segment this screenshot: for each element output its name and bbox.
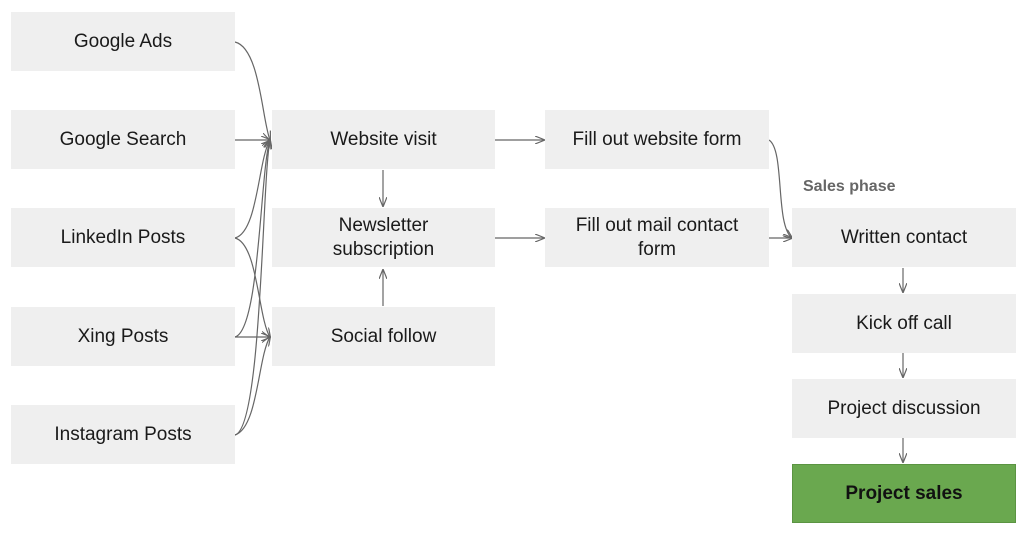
node-project-sales: Project sales [792,464,1016,523]
node-label: Newsletter subscription [332,214,435,260]
edge-xing-to-website-visit [234,140,270,338]
node-label: Instagram Posts [54,423,192,445]
node-project-discussion: Project discussion [792,379,1016,438]
edge-website-form-to-written-contact [768,139,792,238]
node-fill-out-website-form: Fill out website form [545,110,769,169]
edge-instagram-to-social-follow [234,337,270,436]
node-newsletter-subscription: Newsletter subscription [272,208,495,267]
node-google-search: Google Search [11,110,235,169]
node-label: Xing Posts [77,325,169,347]
node-linkedin-posts: LinkedIn Posts [11,208,235,267]
node-label: Fill out website form [572,128,742,150]
edge-linkedin-to-website-visit [234,140,270,239]
node-label: Project sales [845,482,963,504]
node-label: Written contact [840,226,968,248]
node-written-contact: Written contact [792,208,1016,267]
edge-instagram-to-website-visit [234,140,270,436]
node-social-follow: Social follow [272,307,495,366]
node-label: Google Ads [73,30,173,52]
node-label: Website visit [330,128,437,150]
node-fill-out-mail-contact-form: Fill out mail contact form [545,208,769,267]
node-label: Google Search [59,128,187,150]
node-label: Project discussion [827,397,981,419]
edge-linkedin-to-social-follow [234,237,270,337]
node-website-visit: Website visit [272,110,495,169]
node-google-ads: Google Ads [11,12,235,71]
node-label: Social follow [330,325,437,347]
node-label: Fill out mail contact form [575,214,739,260]
section-label-sales-phase: Sales phase [803,178,896,195]
node-xing-posts: Xing Posts [11,307,235,366]
node-instagram-posts: Instagram Posts [11,405,235,464]
node-label: LinkedIn Posts [60,226,186,248]
node-kick-off-call: Kick off call [792,294,1016,353]
node-label: Kick off call [856,312,952,334]
edge-google-ads-to-website-visit [234,41,270,140]
